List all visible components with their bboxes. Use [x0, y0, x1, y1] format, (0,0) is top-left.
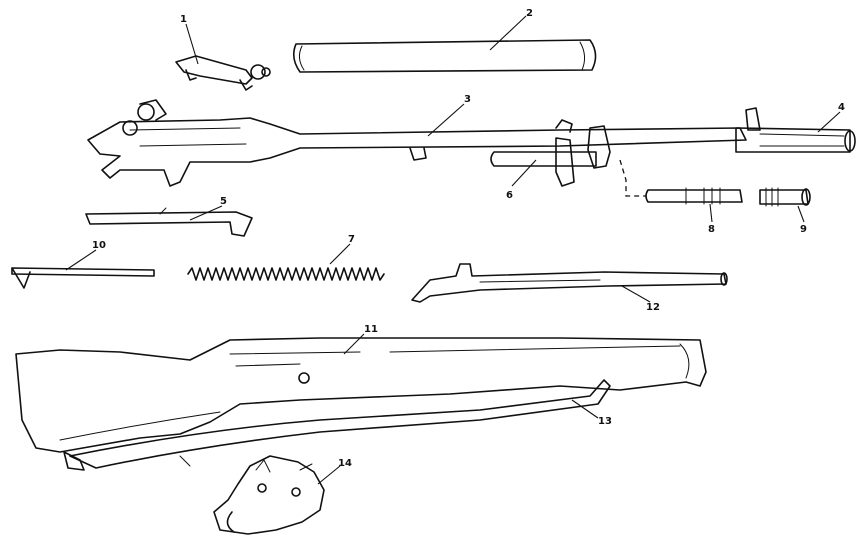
label-part-1: 1 — [180, 14, 187, 25]
label-part-11: 11 — [364, 324, 378, 335]
label-part-6: 6 — [506, 190, 513, 201]
part-11-stock — [15, 337, 707, 453]
part-2-handguard — [292, 39, 597, 73]
part-6-gas-cylinder — [490, 137, 597, 187]
label-part-10: 10 — [92, 240, 106, 251]
label-part-13: 13 — [598, 416, 612, 427]
part-1-rear-sight — [175, 55, 271, 91]
label-part-8: 8 — [708, 224, 715, 235]
part-13-sling — [63, 379, 611, 471]
label-part-14: 14 — [338, 458, 352, 469]
label-part-5: 5 — [220, 196, 227, 207]
label-part-2: 2 — [526, 8, 533, 19]
part-8-gas-plug — [645, 187, 743, 205]
label-part-7: 7 — [348, 234, 355, 245]
label-part-3: 3 — [464, 94, 471, 105]
assembly-dashed-line — [619, 159, 646, 197]
part-9-gas-cylinder-plug — [759, 187, 811, 207]
part-3-barrel-receiver — [87, 99, 747, 187]
part-14-trigger-housing — [213, 455, 325, 535]
label-part-4: 4 — [838, 102, 845, 113]
part-12-operating-rod — [411, 263, 728, 303]
label-part-9: 9 — [800, 224, 807, 235]
part-5-operating-rod-guide — [85, 207, 253, 237]
label-part-12: 12 — [646, 302, 660, 313]
part-7-operating-spring — [187, 267, 385, 281]
part-10-follower-rod — [11, 267, 155, 289]
part-number-labels: 1 2 3 4 5 6 7 8 9 10 11 12 13 14 — [65, 8, 845, 485]
part-4-front-sight — [735, 107, 856, 153]
